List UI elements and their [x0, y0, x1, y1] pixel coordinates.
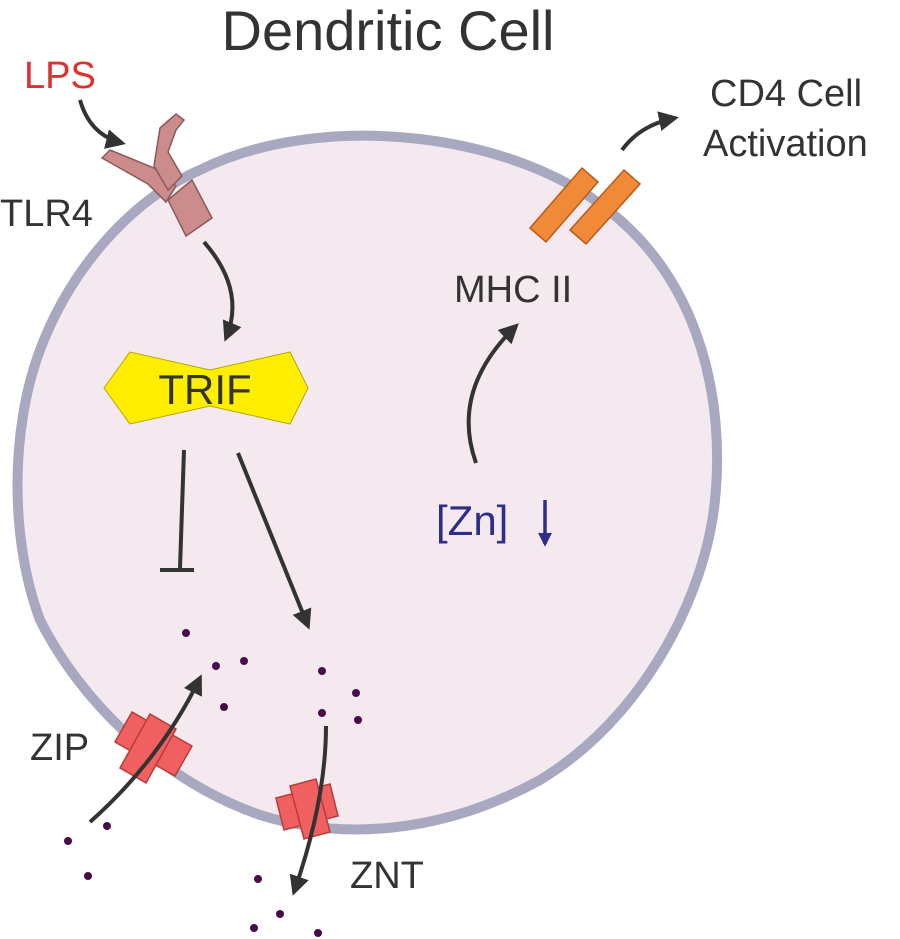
tlr4-receptor [100, 113, 213, 238]
cell-membrane [12, 130, 723, 835]
zip-transporter [113, 710, 194, 785]
trif-label: TRIF [158, 366, 251, 413]
zinc-level-label: [Zn] [436, 497, 508, 544]
zinc-to-mhc2-arrow [466, 323, 519, 464]
zinc-ions-extracellular [64, 822, 322, 937]
trif-to-znt-arrow [236, 452, 312, 630]
cd4-label-line2: Activation [703, 123, 868, 165]
znt-transporter [275, 778, 339, 840]
trif-inhibition-line [160, 449, 194, 572]
zip-label: ZIP [30, 727, 89, 769]
cd4-label-line1: CD4 Cell [710, 73, 862, 115]
tlr4-to-trif-arrow [202, 240, 242, 342]
diagram-title: Dendritic Cell [222, 0, 555, 62]
zinc-import-arrow [88, 674, 202, 824]
mhc2-molecule [528, 166, 642, 246]
tlr4-label: TLR4 [0, 193, 93, 235]
trif-shape [103, 351, 309, 425]
lps-label: LPS [24, 55, 96, 97]
znt-label: ZNT [350, 855, 424, 897]
mhc2-label: MHC II [454, 269, 572, 311]
zinc-export-arrow [289, 725, 328, 896]
zinc-ions-intracellular [182, 629, 362, 724]
lps-binding-arrow [78, 99, 126, 149]
cd4-activation-arrow [620, 111, 679, 152]
